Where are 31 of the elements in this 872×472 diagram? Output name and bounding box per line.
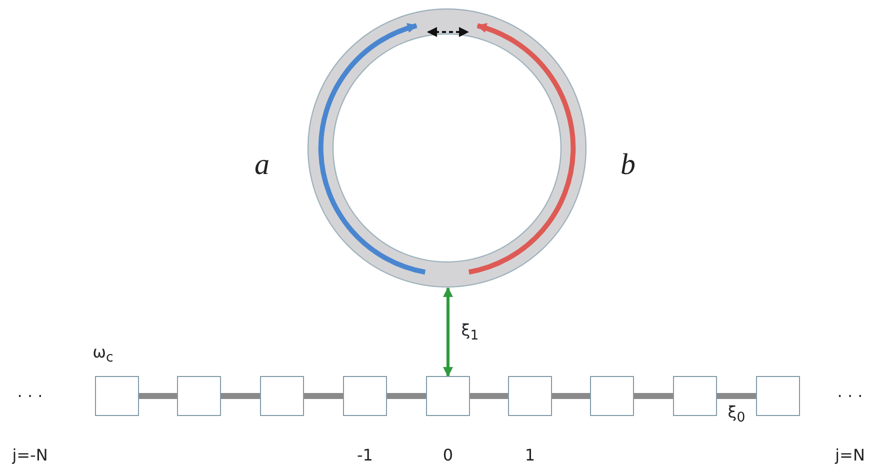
ring-resonator: [307, 8, 587, 288]
coupling-line: [221, 393, 260, 399]
coupling-line: [139, 393, 177, 399]
coupling-line: [304, 393, 343, 399]
cavity-box: [95, 376, 139, 416]
cavity-box: [177, 376, 221, 416]
ring-arm-label: b: [620, 148, 636, 182]
coupling-line: [470, 393, 508, 399]
cavity-box: [590, 376, 634, 416]
coupling-line: [634, 393, 673, 399]
edge-label: ξ$_{0}$: [728, 402, 746, 426]
frequency-label: ω$_{c}$: [92, 342, 114, 366]
cavity-box: [426, 376, 470, 416]
coupling-line: [552, 393, 590, 399]
cavity-box: [260, 376, 304, 416]
arrow: [443, 287, 453, 377]
index-label: j=-N: [12, 446, 48, 464]
index-label: -1: [357, 446, 373, 464]
coupling-line: [717, 393, 756, 399]
ellipsis: · · ·: [17, 386, 43, 406]
cavity-box: [508, 376, 552, 416]
ring-arm-label: a: [254, 148, 270, 182]
ellipsis: · · ·: [837, 386, 863, 406]
cavity-box: [756, 376, 800, 416]
index-label: 1: [524, 446, 536, 464]
index-label: 0: [442, 446, 454, 464]
index-label: j=N: [835, 446, 865, 464]
cavity-box: [673, 376, 717, 416]
coupling-line: [387, 393, 426, 399]
cavity-box: [343, 376, 387, 416]
edge-label: ξ$_{1}$: [461, 320, 479, 344]
